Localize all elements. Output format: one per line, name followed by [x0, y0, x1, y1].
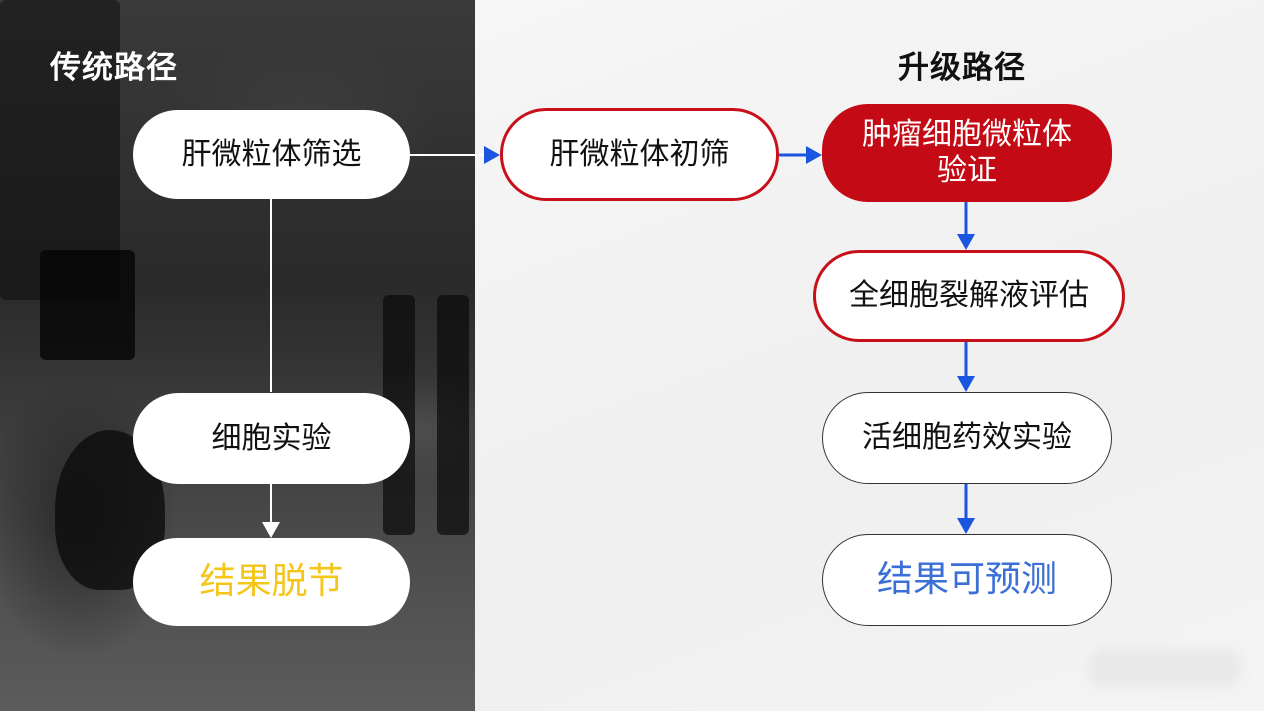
node-label: 全细胞裂解液评估: [849, 278, 1089, 313]
watermark-blur: [1090, 650, 1240, 686]
node-label: 肝微粒体初筛: [549, 136, 730, 172]
node-label: 结果脱节: [199, 561, 344, 603]
arrow-head-to-tumor: [806, 146, 822, 164]
node-tumor-microsome-validation: 肿瘤细胞微粒体验证: [822, 104, 1112, 202]
node-label: 细胞实验: [211, 420, 332, 456]
node-cell-experiment: 细胞实验: [133, 393, 410, 484]
arrow-head-to-initial-screen: [484, 146, 500, 164]
arrow-head-to-live: [957, 376, 975, 392]
arrow-head-to-lysate: [957, 234, 975, 250]
node-liver-microsome-screening: 肝微粒体筛选: [133, 110, 410, 199]
node-label: 肝微粒体筛选: [181, 136, 362, 172]
traditional-path-heading: 传统路径: [50, 50, 178, 86]
node-liver-microsome-initial-screen: 肝微粒体初筛: [500, 108, 779, 201]
node-label: 结果可预测: [876, 559, 1057, 601]
node-label: 肿瘤细胞微粒体验证: [862, 117, 1072, 188]
node-whole-cell-lysate-evaluation: 全细胞裂解液评估: [813, 250, 1125, 342]
arrow-head-to-result-left: [262, 522, 280, 538]
upgraded-path-heading: 升级路径: [898, 50, 1026, 86]
node-live-cell-efficacy: 活细胞药效实验: [822, 392, 1112, 484]
node-result-predictable: 结果可预测: [822, 534, 1112, 626]
node-label: 活细胞药效实验: [862, 420, 1072, 455]
node-result-disconnected: 结果脱节: [133, 538, 410, 626]
arrow-head-to-result-right: [957, 518, 975, 534]
